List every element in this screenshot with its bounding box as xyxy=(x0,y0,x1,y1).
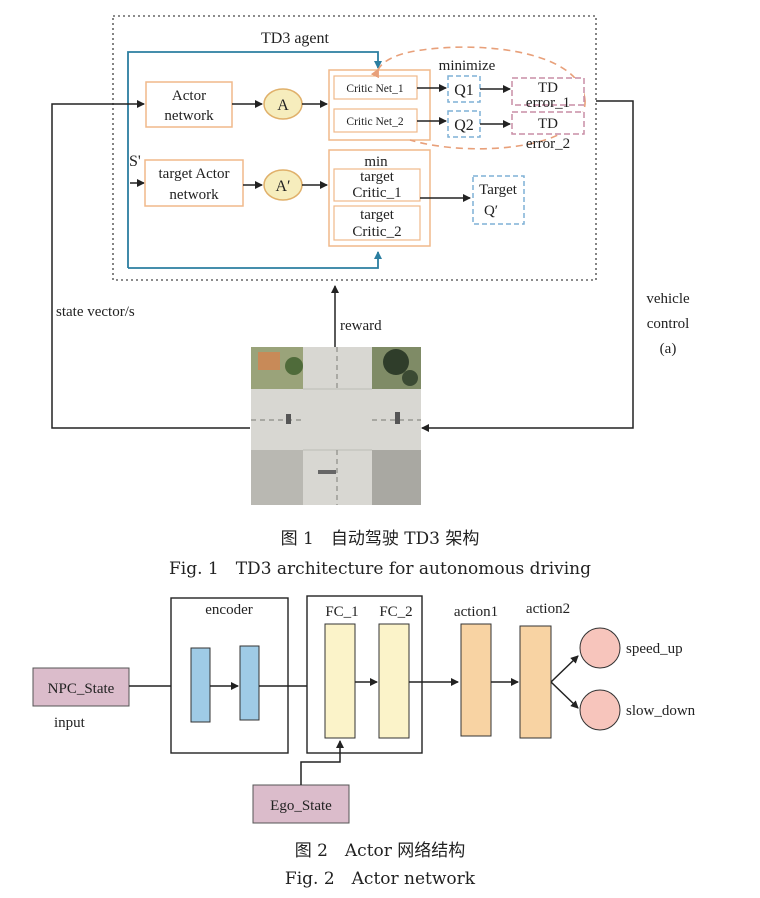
q1-label: Q1 xyxy=(454,82,474,99)
fig1-td3-architecture: TD3 agent Actor network A Critic Net_1 C… xyxy=(51,15,690,579)
slow-down-label: slow_down xyxy=(626,703,696,719)
action2-layer xyxy=(519,625,552,739)
slow-down-node xyxy=(579,689,621,731)
a-node-label: A xyxy=(277,97,289,114)
target-q-box xyxy=(472,175,525,225)
state-vector-label: state vector/s xyxy=(56,304,135,320)
td-error-1-box xyxy=(511,77,585,106)
target-actor-label-1: target Actor xyxy=(159,166,230,182)
encoder-layer-1 xyxy=(190,647,211,723)
fig2-caption-en: Fig. 2 Actor network xyxy=(285,869,476,889)
td-error-2-label-1: TD xyxy=(538,116,558,132)
state-vector-line xyxy=(51,100,250,429)
td-error-2-label-2: error_2 xyxy=(526,136,570,152)
target-actor-label-2: network xyxy=(169,187,219,203)
a-prime-node-label: A′ xyxy=(275,178,290,195)
environment-intersection-image xyxy=(251,347,421,505)
fc1-layer xyxy=(324,623,356,739)
target-critic-2-label-1: target xyxy=(360,207,395,223)
vehicle-control-label-3: (a) xyxy=(660,341,677,357)
arrow-action2-to-slow-down xyxy=(550,681,579,709)
teal-line-bottom xyxy=(128,251,382,269)
critic-net-1-label: Critic Net_1 xyxy=(346,83,403,95)
ego-state-label: Ego_State xyxy=(270,798,332,814)
target-q-label-1: Target xyxy=(479,182,518,198)
vehicle-control-line xyxy=(421,100,634,432)
target-critic-2-box xyxy=(333,205,421,241)
target-critic-1-label-2: Critic_1 xyxy=(352,185,401,201)
target-critic-1-label-1: target xyxy=(360,169,395,185)
q2-label: Q2 xyxy=(454,117,474,134)
s-prime-label: S' xyxy=(129,153,141,170)
encoder-box xyxy=(170,597,289,754)
fc2-label: FC_2 xyxy=(379,604,412,620)
q2-box xyxy=(447,110,481,138)
td3-agent-title: TD3 agent xyxy=(261,30,330,47)
arrow-action2-to-speed-up xyxy=(550,655,579,683)
actor-network-label-1: Actor xyxy=(172,88,206,104)
td-error-1-label-1: TD xyxy=(538,80,558,96)
action1-layer xyxy=(460,623,492,737)
speed-up-label: speed_up xyxy=(626,641,683,657)
fig1-caption-cn: 图 1 自动驾驶 TD3 架构 xyxy=(281,529,480,549)
input-label: input xyxy=(54,715,86,731)
minimize-loop xyxy=(370,46,586,101)
arrow-ego-to-fc1 xyxy=(300,740,344,785)
encoder-layer-2 xyxy=(239,645,260,721)
target-critic-2-label-2: Critic_2 xyxy=(352,224,401,240)
action1-label: action1 xyxy=(454,604,498,620)
npc-state-box xyxy=(32,667,130,707)
reward-label: reward xyxy=(340,318,382,334)
min-label: min xyxy=(364,154,388,170)
fc2-layer xyxy=(378,623,410,739)
fig1-caption-en: Fig. 1 TD3 architecture for autonomous d… xyxy=(169,559,591,579)
fig2-caption-cn: 图 2 Actor 网络结构 xyxy=(295,841,466,861)
speed-up-node xyxy=(579,627,621,669)
target-q-label-2: Q′ xyxy=(484,203,498,219)
vehicle-control-label-1: vehicle xyxy=(646,291,690,307)
action2-label: action2 xyxy=(526,601,570,617)
target-critic-1-box xyxy=(333,168,421,202)
td3-agent-boundary xyxy=(112,15,597,281)
fc1-label: FC_1 xyxy=(325,604,358,620)
vehicle-control-label-2: control xyxy=(647,316,690,332)
minimize-label: minimize xyxy=(439,58,496,74)
critic-net-2-label: Critic Net_2 xyxy=(346,116,403,128)
fig2-actor-network: NPC_State input encoder FC_1 FC_2 Ego_St… xyxy=(32,595,696,889)
target-actor-box xyxy=(144,159,244,207)
actor-network-label-2: network xyxy=(164,108,214,124)
encoder-label: encoder xyxy=(205,602,252,618)
td-error-2-box xyxy=(511,111,585,135)
td-error-1-label-2: error_1 xyxy=(526,95,570,111)
teal-line-top xyxy=(127,51,382,268)
npc-state-label: NPC_State xyxy=(48,681,115,697)
